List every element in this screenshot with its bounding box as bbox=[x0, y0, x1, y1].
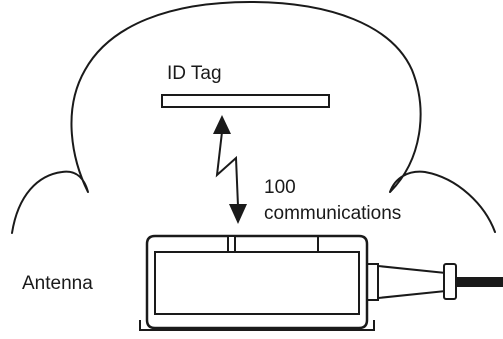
communication-range-cloud bbox=[11, 1, 496, 234]
antenna-label: Antenna bbox=[22, 273, 93, 294]
id-tag-shape bbox=[161, 94, 330, 108]
antenna-body bbox=[139, 234, 375, 331]
id-tag-label: ID Tag bbox=[167, 63, 222, 84]
communications-label: communications bbox=[264, 203, 402, 224]
communication-count-label: 100 bbox=[264, 177, 296, 198]
communication-arrow bbox=[213, 115, 247, 224]
antenna-cable bbox=[366, 263, 503, 301]
